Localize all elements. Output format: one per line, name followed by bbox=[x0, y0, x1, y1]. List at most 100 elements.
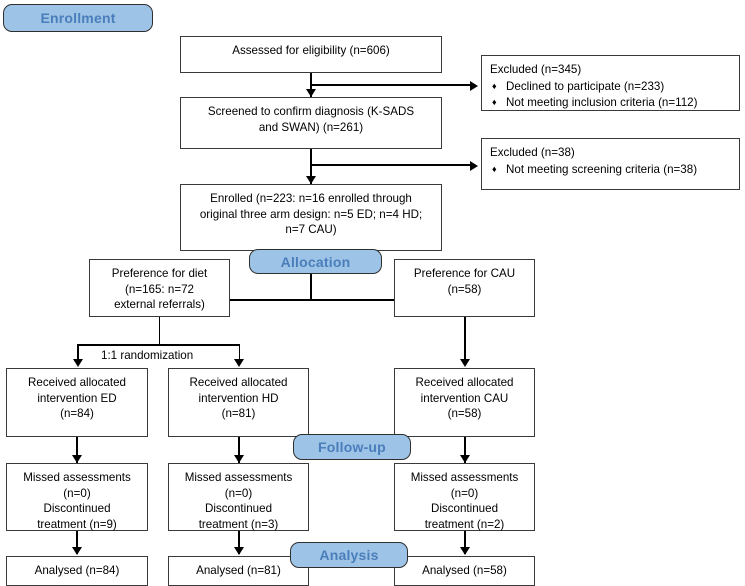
box-screened-to-confirm-diagnosis: Screened to confirm diagnosis (K-SADS an… bbox=[180, 97, 442, 149]
arrowhead-randomization-to-hd bbox=[234, 359, 244, 367]
analysed-hd-text: Analysed (n=81) bbox=[196, 564, 281, 578]
stage-badge-analysis: Analysis bbox=[290, 542, 408, 568]
connector-assessed-to-excluded-1 bbox=[310, 84, 472, 86]
allocated-cau-line-1: Received allocated bbox=[415, 376, 514, 389]
arrowhead-hd-allocated-to-followup bbox=[234, 455, 244, 463]
allocated-cau-line-3: (n=58) bbox=[447, 407, 482, 420]
allocated-hd-line-3: (n=81) bbox=[221, 407, 256, 420]
followup-ed-line-1: Missed assessments bbox=[23, 471, 131, 484]
arrowhead-cau-followup-to-analysed bbox=[460, 547, 470, 555]
allocated-ed-line-1: Received allocated bbox=[28, 376, 126, 389]
excluded-1-item-1-text: Not meeting inclusion criteria (n=112) bbox=[506, 96, 698, 109]
followup-cau-line-3: Discontinued bbox=[430, 502, 499, 515]
arrowhead-screened-to-enrolled bbox=[306, 176, 316, 184]
randomization-label: 1:1 randomization bbox=[98, 349, 197, 362]
box-excluded-2: Excluded (n=38) ♦ Not meeting screening … bbox=[481, 138, 740, 190]
excluded-1-header: Excluded (n=345) bbox=[490, 63, 582, 76]
followup-hd-line-2: (n=0) bbox=[224, 486, 253, 500]
stage-badge-allocation-label: Allocation bbox=[280, 253, 351, 270]
connector-allocation-split bbox=[165, 299, 455, 301]
followup-hd-line-4: treatment (n=3) bbox=[198, 517, 279, 531]
diamond-bullet-icon: ♦ bbox=[492, 163, 497, 174]
followup-cau-line-1: Missed assessments bbox=[410, 471, 519, 484]
preference-cau-line-2: (n=58) bbox=[447, 282, 482, 296]
preference-diet-line-2: (n=165: n=72 bbox=[125, 282, 194, 296]
connector-randomization-right-leg bbox=[238, 344, 241, 363]
connector-enrolled-to-split bbox=[310, 251, 312, 300]
connector-screened-to-enrolled bbox=[310, 149, 312, 184]
arrowhead-ed-followup-to-analysed bbox=[72, 547, 82, 555]
enrolled-line-3: n=7 CAU) bbox=[285, 223, 337, 236]
connector-cau-followup-to-analysed bbox=[464, 531, 466, 554]
stage-badge-enrollment: Enrollment bbox=[3, 4, 153, 32]
followup-ed-line-3: Discontinued bbox=[43, 502, 111, 515]
box-allocated-cau: Received allocated intervention CAU (n=5… bbox=[394, 368, 535, 437]
box-assessed-for-eligibility: Assessed for eligibility (n=606) bbox=[180, 36, 442, 73]
preference-diet-line-3: external referrals) bbox=[114, 298, 205, 311]
screened-line-1: Screened to confirm diagnosis (K-SADS bbox=[207, 105, 415, 118]
box-preference-for-diet: Preference for diet (n=165: n=72 externa… bbox=[89, 259, 230, 317]
stage-badge-followup: Follow-up bbox=[293, 434, 411, 460]
allocated-cau-line-2: intervention CAU bbox=[420, 391, 509, 405]
arrowhead-cau-allocated-to-followup bbox=[460, 455, 470, 463]
analysed-cau-text: Analysed (n=58) bbox=[422, 564, 507, 578]
screened-line-2: and SWAN) (n=261) bbox=[258, 120, 364, 134]
followup-hd-line-3: Discontinued bbox=[204, 502, 273, 515]
excluded-1-item-1: ♦ Not meeting inclusion criteria (n=112) bbox=[490, 95, 733, 112]
box-analysed-cau: Analysed (n=58) bbox=[394, 556, 535, 586]
box-allocated-hd: Received allocated intervention HD (n=81… bbox=[168, 368, 309, 437]
excluded-2-item-0: ♦ Not meeting screening criteria (n=38) bbox=[490, 162, 733, 179]
allocated-hd-line-2: intervention HD bbox=[198, 391, 279, 405]
connector-hd-allocated-to-followup bbox=[238, 437, 240, 463]
diamond-bullet-icon: ♦ bbox=[492, 80, 497, 91]
followup-hd-line-1: Missed assessments bbox=[184, 471, 293, 484]
enrolled-line-2: original three arm design: n=5 ED; n=4 H… bbox=[199, 207, 423, 221]
stage-badge-enrollment-label: Enrollment bbox=[40, 10, 116, 26]
excluded-2-header: Excluded (n=38) bbox=[490, 146, 575, 159]
arrowhead-hd-followup-to-analysed bbox=[234, 547, 244, 555]
enrolled-line-1: Enrolled (n=223: n=16 enrolled through bbox=[210, 192, 412, 205]
connector-cau-preference-to-allocated bbox=[464, 317, 466, 363]
followup-ed-line-2: (n=0) bbox=[63, 486, 91, 500]
allocated-hd-line-1: Received allocated bbox=[189, 376, 288, 389]
connector-hd-followup-to-analysed bbox=[238, 531, 240, 554]
box-analysed-hd: Analysed (n=81) bbox=[168, 556, 309, 586]
connector-cau-allocated-to-followup bbox=[464, 437, 466, 463]
stage-badge-allocation: Allocation bbox=[249, 249, 382, 274]
box-allocated-ed: Received allocated intervention ED (n=84… bbox=[6, 368, 148, 437]
arrowhead-ed-allocated-to-followup bbox=[72, 455, 82, 463]
connector-diet-to-randomization bbox=[158, 317, 161, 345]
arrowhead-screened-to-excluded-2 bbox=[470, 160, 478, 171]
preference-cau-line-1: Preference for CAU bbox=[413, 267, 516, 280]
connector-screened-to-excluded-2 bbox=[310, 164, 472, 166]
excluded-1-item-0: ♦ Declined to participate (n=233) bbox=[490, 79, 733, 96]
connector-randomization-left-leg bbox=[77, 344, 79, 363]
box-followup-hd: Missed assessments (n=0) Discontinued tr… bbox=[168, 463, 309, 531]
box-followup-cau: Missed assessments (n=0) Discontinued tr… bbox=[394, 463, 535, 531]
analysed-ed-text: Analysed (n=84) bbox=[34, 564, 120, 578]
connector-ed-followup-to-analysed bbox=[76, 531, 78, 554]
followup-cau-line-2: (n=0) bbox=[450, 486, 479, 500]
allocated-ed-line-3: (n=84) bbox=[60, 407, 94, 420]
followup-cau-line-4: treatment (n=2) bbox=[424, 517, 505, 531]
box-preference-for-cau: Preference for CAU (n=58) bbox=[394, 259, 535, 317]
arrowhead-randomization-to-ed bbox=[73, 359, 83, 367]
preference-diet-line-1: Preference for diet bbox=[111, 267, 208, 280]
excluded-1-item-0-text: Declined to participate (n=233) bbox=[506, 79, 665, 93]
allocated-ed-line-2: intervention ED bbox=[37, 391, 117, 405]
connector-ed-allocated-to-followup bbox=[76, 437, 78, 463]
assessed-text: Assessed for eligibility (n=606) bbox=[232, 44, 390, 57]
arrowhead-cau-preference-to-allocated bbox=[460, 359, 470, 367]
box-excluded-1: Excluded (n=345) ♦ Declined to participa… bbox=[481, 55, 740, 111]
arrowhead-assessed-to-excluded-1 bbox=[470, 80, 478, 91]
box-followup-ed: Missed assessments (n=0) Discontinued tr… bbox=[6, 463, 148, 531]
stage-badge-analysis-label: Analysis bbox=[319, 547, 379, 563]
connector-randomization-fork bbox=[77, 344, 240, 346]
stage-badge-followup-label: Follow-up bbox=[318, 439, 386, 455]
diamond-bullet-icon: ♦ bbox=[492, 97, 497, 107]
box-enrolled: Enrolled (n=223: n=16 enrolled through o… bbox=[180, 184, 442, 251]
excluded-2-item-0-text: Not meeting screening criteria (n=38) bbox=[506, 162, 698, 176]
box-analysed-ed: Analysed (n=84) bbox=[6, 556, 148, 586]
arrowhead-assessed-to-screened bbox=[306, 89, 316, 97]
